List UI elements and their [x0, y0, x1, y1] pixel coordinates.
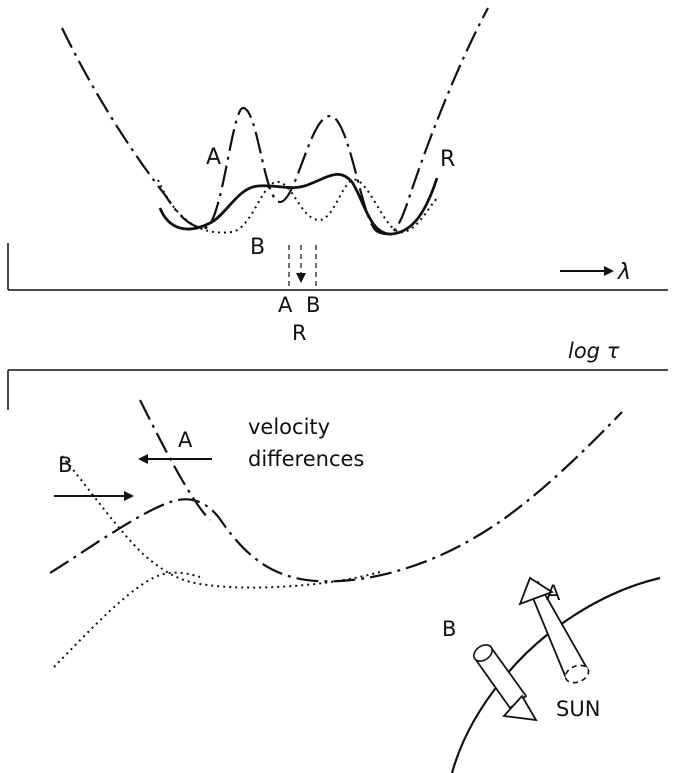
velocity-label: velocity — [248, 415, 330, 439]
tick-label-R: R — [292, 321, 307, 345]
sun-limb — [450, 576, 661, 773]
lambda-label: λ — [617, 260, 631, 285]
profile-B-dotted — [157, 178, 438, 234]
log-tau-label: log τ — [568, 339, 620, 363]
profile-A-broad — [61, 7, 489, 236]
profile-R-solid — [158, 172, 439, 236]
top-panel: λ A B R A B R — [7, 7, 668, 345]
profile-label-A: A — [206, 145, 221, 170]
cone-label-A: A — [546, 581, 561, 605]
profile-label-B: B — [250, 235, 265, 260]
velocity-curve-B-lower — [53, 571, 201, 668]
velocity-curve-A-steep — [139, 399, 211, 521]
cone-A: A — [518, 576, 590, 684]
cone-B: B — [442, 617, 538, 722]
velocity-arrow-label-B: B — [58, 453, 72, 477]
profile-label-R: R — [440, 147, 455, 172]
sun-sketch: SUN A B — [442, 576, 661, 773]
velocity-curve-A-broad — [49, 411, 623, 583]
velocity-arrow-label-A: A — [178, 428, 193, 452]
bottom-panel: log τ velocity differences A B — [7, 339, 668, 668]
differences-label: differences — [248, 447, 364, 471]
sun-label: SUN — [556, 697, 600, 721]
tick-label-A: A — [278, 293, 293, 317]
tick-label-B: B — [306, 293, 320, 317]
cone-label-B: B — [442, 617, 456, 641]
